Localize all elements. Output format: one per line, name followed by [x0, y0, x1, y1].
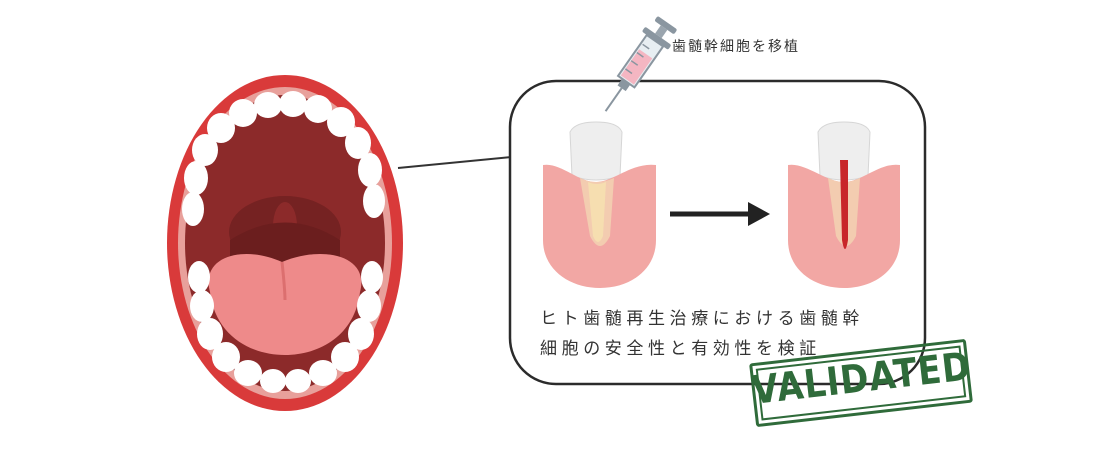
tooth-before-icon	[543, 121, 656, 288]
syringe-icon	[604, 16, 677, 112]
open-mouth-icon	[167, 75, 403, 411]
connector-line	[397, 156, 513, 169]
caption: ヒト歯髄再生治療における歯髄幹 細胞の安全性と有効性を検証	[540, 304, 864, 364]
tooth-after-icon	[788, 121, 900, 288]
arrow-right-icon	[670, 202, 770, 226]
caption-line-2: 細胞の安全性と有効性を検証	[540, 339, 821, 359]
caption-line-1: ヒト歯髄再生治療における歯髄幹	[540, 309, 864, 329]
injection-label: 歯髄幹細胞を移植	[672, 39, 800, 55]
